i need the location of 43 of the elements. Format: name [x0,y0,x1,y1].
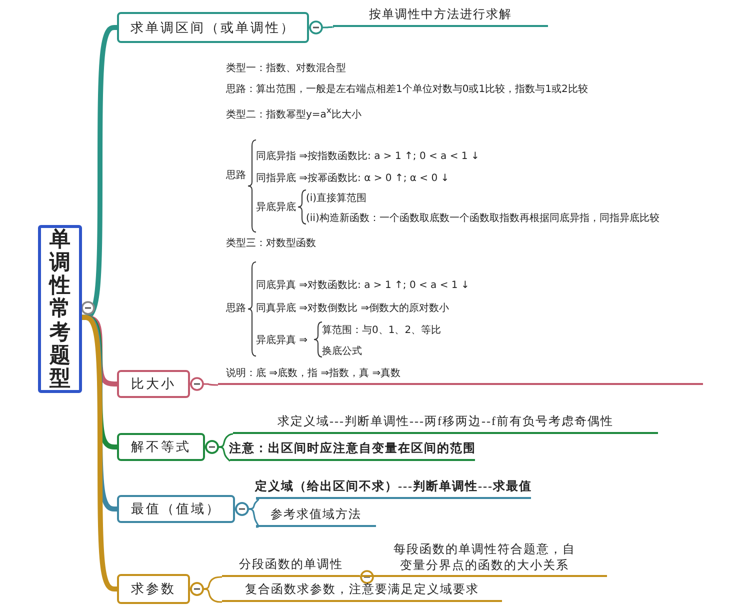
note-text: 类型三：对数型函数 [226,237,316,250]
note-text: (i)直接算范围 [306,192,367,205]
topic-text: 最值（值域） [131,500,221,518]
topic-text: 比大小 [131,375,176,393]
topic-text: 解不等式 [131,438,191,456]
note-text: 类型二：指数幂型y=a$^{x}$比大小 [226,104,362,122]
note-text: 同底异真 ⇒对数函数比: a > 1 ↑; 0 < a < 1 ↓ [256,279,470,292]
topic-text: 定义域（给出区间不求）---判断单调性---求最值 [255,478,532,495]
note-text: 算范围：与0、1、2、等比 [322,324,442,337]
topic-text: 求定义域---判断单调性---两f移两边--f前有负号考虑奇偶性 [278,413,614,430]
note-text: 同真异底 ⇒对数倒数比 ⇒倒数大的原对数小 [256,302,450,315]
topic-text: 分段函数的单调性 [239,556,343,573]
branch-line [205,440,231,462]
note-text: 同指异底 ⇒按幂函数比: α > 0 ↑; α < 0 ↓ [256,172,450,185]
topic-box [117,495,235,523]
branch-line [309,20,334,34]
topic-text: 单调性常考题型 [50,228,70,390]
branch-line [190,582,222,603]
branch-line [235,502,260,528]
topic-box [117,370,190,398]
note-text: 思路 [226,169,246,182]
topic-text: 求参数 [131,580,176,598]
note-text: (ii)构造新函数：一个函数取底数一个函数取指数再根据同底异指，同指异底比较 [306,212,660,225]
topic-text: 每段函数的单调性符合题意，自变量分界点的函数的大小关系 [392,541,576,573]
root-topic-box [38,225,82,393]
topic-box [117,433,205,461]
topic-text: 注意：出区间时应注意自变量在区间的范围 [229,440,476,457]
topic-text: 按单调性中方法进行求解 [369,6,512,23]
note-text: 说明：底 ⇒底数，指 ⇒指数，真 ⇒真数 [226,367,401,380]
branch-line [190,377,218,391]
note-text: 思路：算出范围，一般是左右端点相差1个单位对数与0或1比较，指数与1或2比较 [226,83,588,96]
note-text: 类型一：指数、对数混合型 [226,62,346,75]
note-text: 换底公式 [322,345,362,358]
branch-line [360,570,374,584]
note-text: 异底异底 [256,201,296,214]
note-text: 思路 [226,302,246,315]
note-text: 同底异指 ⇒按指数函数比: a > 1 ↑; 0 < a < 1 ↓ [256,150,480,163]
topic-text: 复合函数求参数，注意要满足定义域要求 [245,581,479,598]
topic-box [117,12,309,43]
topic-text: 求单调区间（或单调性） [130,18,296,36]
topic-text: 参考求值域方法 [270,506,362,523]
note-text: 异底异真 ⇒ [256,334,308,347]
topic-box [117,574,190,604]
